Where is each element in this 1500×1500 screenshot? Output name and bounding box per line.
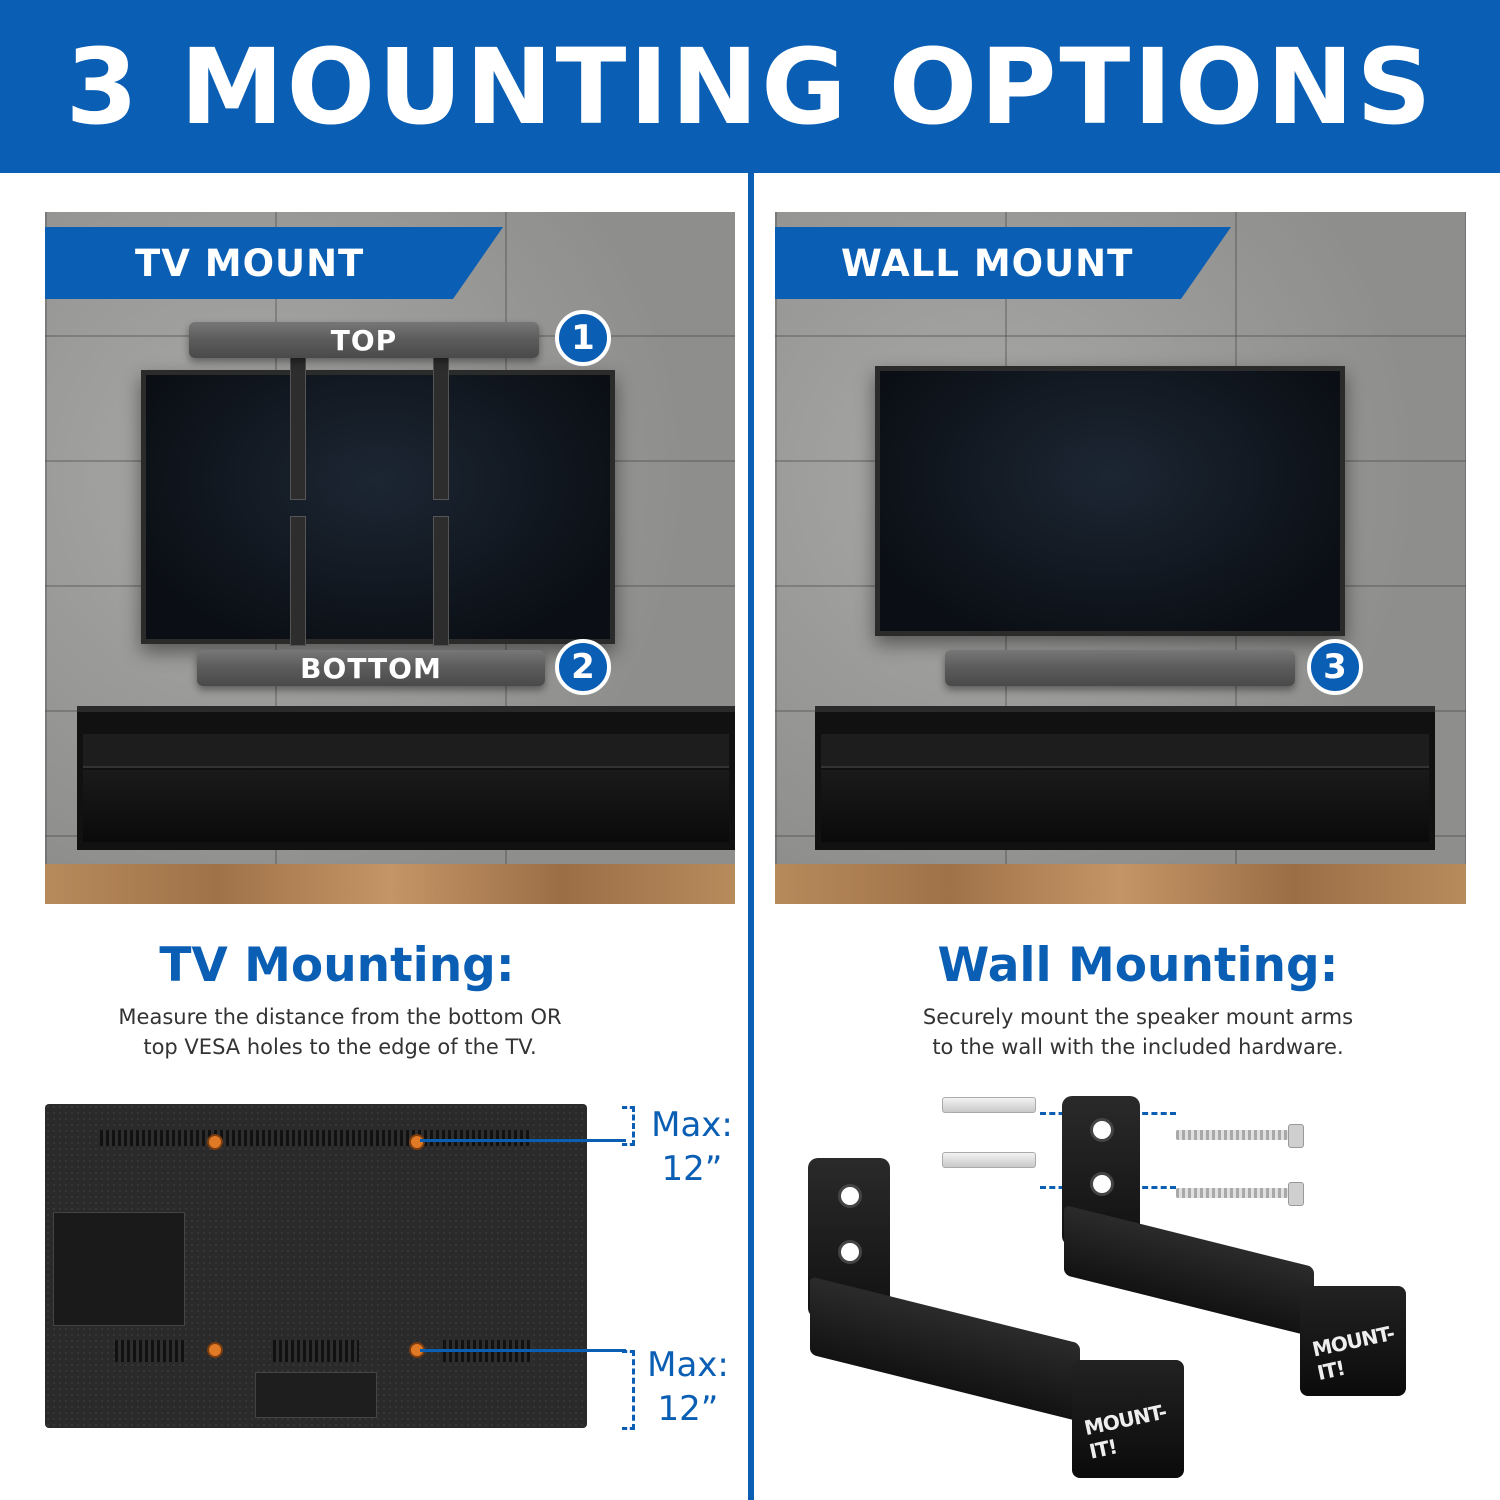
tv-screen — [880, 371, 1340, 631]
tv-bracket-left-upper — [290, 348, 306, 500]
soundbar-bottom: BOTTOM — [197, 650, 545, 686]
console-shelf — [821, 734, 1429, 768]
arm-hole — [838, 1240, 862, 1264]
arm-hole — [838, 1184, 862, 1208]
screw-head-2 — [1288, 1182, 1304, 1206]
tv-screen — [146, 375, 610, 639]
soundbar-bottom-label: BOTTOM — [300, 651, 442, 685]
console-shelf — [83, 734, 729, 768]
io-port-panel — [53, 1212, 185, 1326]
wood-floor — [45, 864, 735, 904]
center-divider — [748, 173, 754, 1500]
vesa-hole-bottom-left — [207, 1342, 223, 1358]
badge-option-3: 3 — [1307, 639, 1363, 695]
soundbar-top-label: TOP — [330, 323, 398, 357]
arm-hole — [1090, 1118, 1114, 1142]
lower-vent-left — [115, 1340, 185, 1362]
stand-mount — [255, 1372, 377, 1418]
tv-back-panel — [45, 1104, 587, 1428]
soundbar-top: TOP — [189, 322, 539, 358]
bottom-measure-leader — [420, 1349, 626, 1352]
screw-2 — [1176, 1188, 1288, 1198]
tv-bracket-right-upper — [433, 348, 449, 500]
screw-head-1 — [1288, 1124, 1304, 1148]
badge-option-1: 1 — [555, 310, 611, 366]
wall-mount-photo: 3 WALL MOUNT — [775, 212, 1466, 904]
wall-mount-ribbon-text: WALL MOUNT — [841, 241, 1134, 285]
soundbar-wall — [945, 650, 1295, 686]
media-console — [815, 706, 1435, 850]
tv-mount-photo: TOP BOTTOM 1 2 TV MOUNT — [45, 212, 735, 904]
lower-vent-middle — [273, 1340, 359, 1362]
mount-arm-back-end: MOUNT-IT! — [1300, 1286, 1406, 1396]
badge-option-2: 2 — [555, 639, 611, 695]
vesa-hole-top-left — [207, 1134, 223, 1150]
vesa-hole-top-right — [409, 1134, 425, 1150]
max-bottom-value: 12” — [657, 1389, 719, 1429]
screw-1 — [1176, 1130, 1288, 1140]
console-glass — [83, 770, 729, 842]
tv-mounting-desc-2: top VESA holes to the edge of the TV. — [143, 1035, 537, 1059]
max-top-label: Max: — [651, 1105, 733, 1145]
mount-it-logo-back: MOUNT-IT! — [1310, 1320, 1397, 1386]
wall-mounting-desc-2: to the wall with the included hardware. — [932, 1035, 1344, 1059]
page-title: 3 MOUNTING OPTIONS — [65, 25, 1435, 148]
mount-arm-back-base — [1064, 1204, 1314, 1338]
header-banner — [0, 0, 1500, 173]
top-vent — [100, 1130, 532, 1146]
tv-mounting-heading: TV Mounting: — [159, 938, 515, 993]
console-glass — [821, 770, 1429, 842]
mount-arm-front-base — [810, 1276, 1080, 1422]
wall-mount-ribbon — [775, 227, 1231, 299]
max-top-value: 12” — [661, 1149, 723, 1189]
tv-mount-ribbon — [45, 227, 503, 299]
top-measure-leader — [420, 1139, 626, 1142]
wall-anchor-2 — [942, 1152, 1036, 1168]
wood-floor — [775, 864, 1466, 904]
mount-arm-front-end: MOUNT-IT! — [1072, 1360, 1184, 1478]
tv-bracket-left-lower — [290, 516, 306, 646]
wall-mounting-desc-1: Securely mount the speaker mount arms — [922, 1005, 1354, 1029]
tv-bracket-right-lower — [433, 516, 449, 646]
tv-mount-ribbon-text: TV MOUNT — [135, 241, 365, 285]
mount-it-logo-front: MOUNT-IT! — [1082, 1399, 1169, 1464]
tv-mounting-desc-1: Measure the distance from the bottom OR — [118, 1005, 562, 1029]
tv — [875, 366, 1345, 636]
tv — [141, 370, 615, 644]
top-dimension-bracket — [622, 1106, 635, 1146]
bottom-dimension-bracket — [622, 1350, 635, 1430]
arm-hole — [1090, 1172, 1114, 1196]
wall-anchor-1 — [942, 1097, 1036, 1113]
max-bottom-label: Max: — [647, 1345, 729, 1385]
wall-mounting-heading: Wall Mounting: — [937, 938, 1339, 993]
media-console — [77, 706, 735, 850]
